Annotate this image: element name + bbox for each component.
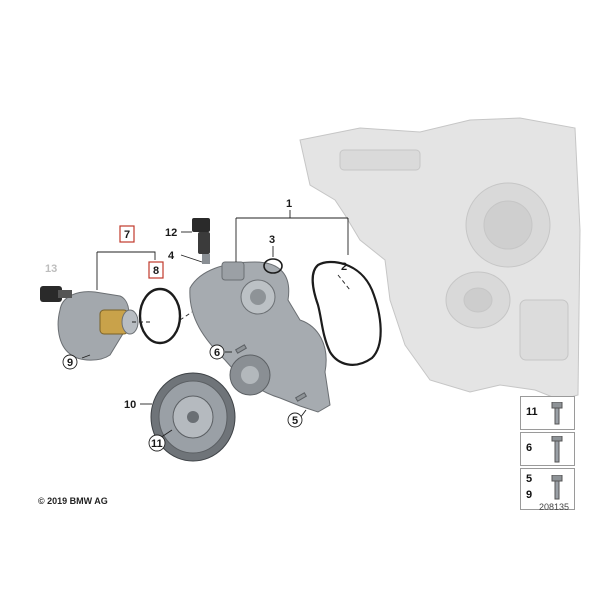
part-number-6: 6 bbox=[214, 347, 220, 359]
engine-block bbox=[299, 117, 581, 401]
callout-circle-5 bbox=[287, 412, 303, 428]
highlight-box-8 bbox=[148, 261, 164, 279]
callout-circle-9 bbox=[62, 354, 78, 370]
bolt-icon bbox=[551, 402, 563, 425]
part-number-9: 9 bbox=[67, 357, 73, 369]
part-number-13: 13 bbox=[45, 263, 57, 275]
legend-row: 11 bbox=[520, 396, 575, 430]
bolt-icon bbox=[551, 436, 563, 463]
legend-number: 5 bbox=[526, 473, 533, 485]
legend-row: 5 9 bbox=[520, 468, 575, 510]
connector bbox=[40, 286, 72, 302]
part-number-4: 4 bbox=[168, 250, 175, 262]
thermostat bbox=[57, 291, 139, 361]
part-number-3: 3 bbox=[269, 234, 275, 246]
legend-number: 6 bbox=[526, 442, 533, 454]
legend-row: 6 bbox=[520, 432, 575, 466]
temperature-sensor bbox=[192, 218, 210, 264]
callout-circle-11 bbox=[148, 434, 166, 452]
pulley bbox=[150, 372, 236, 462]
part-number-1: 1 bbox=[286, 198, 292, 210]
legend-number: 11 bbox=[526, 406, 538, 418]
part-number-2: 2 bbox=[341, 261, 347, 273]
o-ring-thermostat bbox=[138, 287, 182, 345]
part-number-12: 12 bbox=[165, 227, 177, 239]
highlight-box-7 bbox=[119, 225, 135, 243]
part-number-11: 11 bbox=[151, 438, 163, 450]
part-number-7: 7 bbox=[124, 229, 130, 241]
callout-circle-6 bbox=[209, 344, 225, 360]
fastener-legend: 11 6 5 9 bbox=[520, 396, 575, 512]
bolt-icon bbox=[551, 475, 563, 500]
part-number-5: 5 bbox=[292, 415, 298, 427]
leader-lines bbox=[81, 210, 351, 439]
copyright-text: © 2019 BMW AG bbox=[38, 496, 108, 506]
part-number-10: 10 bbox=[124, 399, 136, 411]
bolt bbox=[234, 344, 308, 402]
legend-number: 9 bbox=[526, 489, 533, 501]
diagram-code: 208135 bbox=[539, 502, 570, 512]
water-pump bbox=[189, 261, 331, 413]
gasket-large bbox=[311, 261, 382, 366]
part-number-8: 8 bbox=[153, 265, 159, 277]
o-ring-small bbox=[263, 258, 283, 274]
